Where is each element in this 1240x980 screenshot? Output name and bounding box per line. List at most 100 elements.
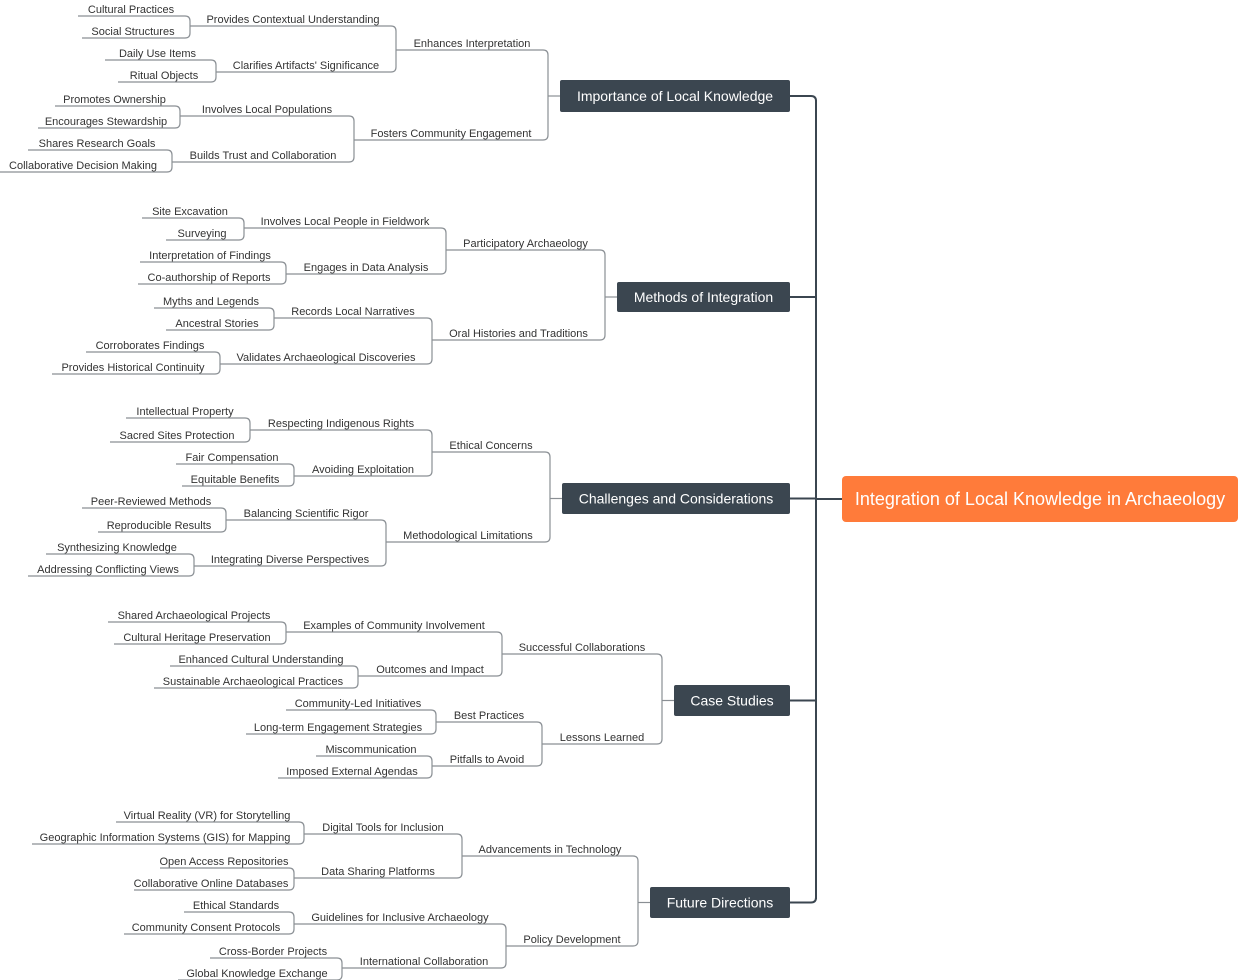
subtopic-node[interactable]: Provides Contextual Understanding <box>206 14 379 26</box>
leaf-node-label: Site Excavation <box>152 206 228 218</box>
leaf-node[interactable]: Ancestral Stories <box>175 318 259 330</box>
subtopic-node[interactable]: Data Sharing Platforms <box>321 866 435 878</box>
leaf-connector <box>52 364 221 375</box>
subtopic-node[interactable]: Avoiding Exploitation <box>312 464 414 476</box>
leaf-node[interactable]: Virtual Reality (VR) for Storytelling <box>124 810 291 822</box>
leaf-connector <box>98 520 227 533</box>
leaf-node-label: Global Knowledge Exchange <box>186 968 327 980</box>
leaf-node[interactable]: Imposed External Agendas <box>286 766 418 778</box>
leaf-connector <box>118 72 217 83</box>
subtopic-node[interactable]: International Collaboration <box>360 956 488 968</box>
leaf-node[interactable]: Community Consent Protocols <box>132 922 281 934</box>
topic-node[interactable]: Fosters Community Engagement <box>371 128 532 140</box>
topic-node[interactable]: Methodological Limitations <box>403 530 533 542</box>
topic-connector <box>386 498 551 543</box>
leaf-node[interactable]: Geographic Information Systems (GIS) for… <box>40 832 291 844</box>
subtopic-node[interactable]: Digital Tools for Inclusion <box>322 822 443 834</box>
topic-node[interactable]: Ethical Concerns <box>449 440 533 452</box>
subtopic-node[interactable]: Builds Trust and Collaboration <box>190 150 337 162</box>
subtopic-connector <box>294 452 433 477</box>
leaf-node[interactable]: Synthesizing Knowledge <box>57 542 177 554</box>
leaf-node[interactable]: Encourages Stewardship <box>45 116 167 128</box>
leaf-node[interactable]: Reproducible Results <box>107 520 212 532</box>
branch-node[interactable]: Challenges and Considerations <box>562 483 790 514</box>
leaf-node[interactable]: Provides Historical Continuity <box>61 362 205 374</box>
branch-node[interactable]: Future Directions <box>650 887 790 918</box>
leaf-node[interactable]: Enhanced Cultural Understanding <box>178 654 343 666</box>
leaf-node[interactable]: Global Knowledge Exchange <box>186 968 327 980</box>
subtopic-node-label: Guidelines for Inclusive Archaeology <box>311 912 489 924</box>
leaf-connector <box>184 911 295 924</box>
subtopic-node[interactable]: Integrating Diverse Perspectives <box>211 554 370 566</box>
leaf-node-label: Shared Archaeological Projects <box>118 610 271 622</box>
leaf-node[interactable]: Promotes Ownership <box>63 94 166 106</box>
subtopic-node[interactable]: Outcomes and Impact <box>376 664 484 676</box>
leaf-node[interactable]: Equitable Benefits <box>191 474 280 486</box>
leaf-node[interactable]: Peer-Reviewed Methods <box>91 496 212 508</box>
leaf-node[interactable]: Fair Compensation <box>186 452 279 464</box>
subtopic-node[interactable]: Pitfalls to Avoid <box>450 754 524 766</box>
leaf-connector <box>82 26 191 39</box>
subtopic-node[interactable]: Validates Archaeological Discoveries <box>237 352 416 364</box>
leaf-node[interactable]: Ritual Objects <box>130 70 199 82</box>
leaf-node[interactable]: Collaborative Decision Making <box>9 160 157 172</box>
leaf-node[interactable]: Cross-Border Projects <box>219 946 328 958</box>
leaf-connector <box>170 665 359 676</box>
topic-node-label: Methodological Limitations <box>403 530 533 542</box>
leaf-node[interactable]: Sacred Sites Protection <box>120 430 235 442</box>
subtopic-node[interactable]: Balancing Scientific Rigor <box>244 508 369 520</box>
leaf-node[interactable]: Cultural Practices <box>88 4 175 16</box>
leaf-connector <box>286 709 437 722</box>
topic-node[interactable]: Lessons Learned <box>560 732 644 744</box>
leaf-node[interactable]: Shares Research Goals <box>39 138 156 150</box>
subtopic-node[interactable]: Engages in Data Analysis <box>304 262 429 274</box>
subtopic-node[interactable]: Involves Local People in Fieldwork <box>261 216 430 228</box>
leaf-node[interactable]: Site Excavation <box>152 206 228 218</box>
branch-node-label: Methods of Integration <box>634 289 773 305</box>
topic-node[interactable]: Participatory Archaeology <box>463 238 588 250</box>
subtopic-node[interactable]: Clarifies Artifacts' Significance <box>233 60 379 72</box>
leaf-node-label: Geographic Information Systems (GIS) for… <box>40 832 291 844</box>
leaf-node[interactable]: Sustainable Archaeological Practices <box>163 676 344 688</box>
leaf-node[interactable]: Surveying <box>178 228 227 240</box>
topic-connector <box>396 49 549 96</box>
leaf-node[interactable]: Myths and Legends <box>163 296 260 308</box>
subtopic-node[interactable]: Best Practices <box>454 710 525 722</box>
leaf-node-label: Peer-Reviewed Methods <box>91 496 212 508</box>
subtopic-node[interactable]: Respecting Indigenous Rights <box>268 418 415 430</box>
leaf-node[interactable]: Corroborates Findings <box>96 340 205 352</box>
leaf-node-label: Social Structures <box>91 26 175 38</box>
subtopic-connector <box>216 50 397 73</box>
topic-node[interactable]: Advancements in Technology <box>479 844 622 856</box>
topic-node[interactable]: Policy Development <box>523 934 620 946</box>
leaf-node[interactable]: Community-Led Initiatives <box>295 698 422 710</box>
subtopic-node[interactable]: Involves Local Populations <box>202 104 333 116</box>
leaf-node-label: Virtual Reality (VR) for Storytelling <box>124 810 291 822</box>
leaf-node[interactable]: Collaborative Online Databases <box>134 878 289 890</box>
subtopic-node[interactable]: Records Local Narratives <box>291 306 415 318</box>
topic-node[interactable]: Enhances Interpretation <box>414 38 531 50</box>
subtopic-connector <box>250 429 433 452</box>
leaf-node[interactable]: Interpretation of Findings <box>149 250 271 262</box>
subtopic-node[interactable]: Guidelines for Inclusive Archaeology <box>311 912 489 924</box>
leaf-node[interactable]: Miscommunication <box>325 744 416 756</box>
topic-node[interactable]: Oral Histories and Traditions <box>449 328 588 340</box>
subtopic-node[interactable]: Examples of Community Involvement <box>303 620 485 632</box>
leaf-node-label: Enhanced Cultural Understanding <box>178 654 343 666</box>
leaf-node[interactable]: Long-term Engagement Strategies <box>254 722 423 734</box>
leaf-node[interactable]: Cultural Heritage Preservation <box>123 632 270 644</box>
leaf-node[interactable]: Shared Archaeological Projects <box>118 610 271 622</box>
leaf-node-label: Corroborates Findings <box>96 340 205 352</box>
leaf-node[interactable]: Ethical Standards <box>193 900 280 912</box>
leaf-node[interactable]: Daily Use Items <box>119 48 197 60</box>
leaf-node[interactable]: Co-authorship of Reports <box>148 272 271 284</box>
branch-node[interactable]: Methods of Integration <box>617 282 790 312</box>
leaf-node[interactable]: Intellectual Property <box>136 406 234 418</box>
leaf-node[interactable]: Addressing Conflicting Views <box>37 564 179 576</box>
branch-node[interactable]: Case Studies <box>674 685 790 716</box>
branch-node[interactable]: Importance of Local Knowledge <box>560 80 790 112</box>
leaf-node[interactable]: Open Access Repositories <box>159 856 289 868</box>
topic-node[interactable]: Successful Collaborations <box>519 642 646 654</box>
root-node[interactable]: Integration of Local Knowledge in Archae… <box>842 476 1238 522</box>
leaf-node[interactable]: Social Structures <box>91 26 175 38</box>
